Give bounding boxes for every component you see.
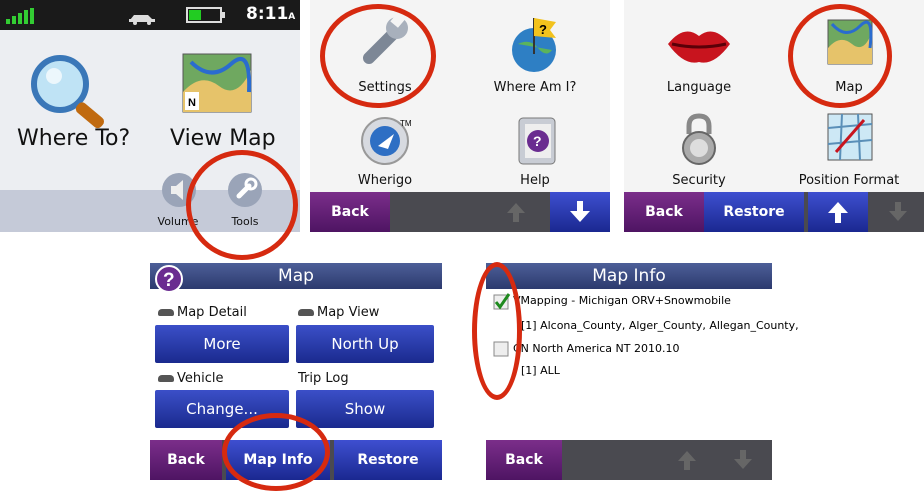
help-icon[interactable]: ? <box>154 264 184 298</box>
map-item-2-name: CN North America NT 2010.10 <box>513 342 680 355</box>
map-detail-label: Map Detail <box>158 305 247 320</box>
car-icon <box>158 309 174 316</box>
status-bar: 8:11A <box>0 0 300 30</box>
help-book-icon: ? <box>515 116 559 170</box>
clock: 8:11A <box>246 4 296 24</box>
back-button[interactable]: Back <box>624 192 704 232</box>
help-button[interactable]: ? Help <box>460 108 610 193</box>
arrow-down-icon <box>570 201 590 222</box>
scroll-down-button[interactable] <box>550 192 610 232</box>
help-label: Help <box>520 173 550 188</box>
scroll-up-button[interactable] <box>808 192 868 232</box>
arrow-down-icon <box>889 202 907 221</box>
tools-menu-panel: Settings ? Where Am I? TM Wherigo ? Help… <box>310 0 610 232</box>
map-item-2-detail: [1] ALL <box>521 364 560 377</box>
security-button[interactable]: Security <box>624 106 774 193</box>
vehicle-icon <box>128 9 156 28</box>
car-icon <box>298 309 314 316</box>
map-view-button[interactable]: North Up <box>296 325 434 363</box>
map-item-1-name: VMapping - Michigan ORV+Snowmobile <box>513 294 731 307</box>
trip-log-label: Trip Log <box>298 371 349 386</box>
scroll-up-button[interactable] <box>662 440 712 480</box>
wherigo-label: Wherigo <box>357 173 413 188</box>
page-title: Map <box>150 263 442 289</box>
restore-button[interactable]: Restore <box>334 440 442 480</box>
security-label: Security <box>672 173 726 188</box>
map-item-1-detail: [1] Alcona_County, Alger_County, Allegan… <box>521 319 799 332</box>
map-info-panel: Map Info VMapping - Michigan ORV+Snowmob… <box>486 263 799 480</box>
language-button[interactable]: Language <box>624 0 774 100</box>
back-button[interactable]: Back <box>150 440 222 480</box>
arrow-down-icon <box>734 450 752 469</box>
magnifier-icon <box>28 52 113 136</box>
back-button[interactable]: Back <box>486 440 562 480</box>
where-am-i-button[interactable]: ? Where Am I? <box>460 0 610 100</box>
position-format-button[interactable]: Position Format <box>774 106 924 193</box>
scroll-down-button[interactable] <box>872 192 924 232</box>
language-label: Language <box>666 80 732 95</box>
arrow-up-icon <box>828 202 848 223</box>
globe-flag-icon: ? <box>508 14 564 78</box>
arrow-up-icon <box>678 451 696 470</box>
page-title: Map Info <box>486 263 772 289</box>
bottom-bar: Back Restore <box>624 192 924 232</box>
svg-text:?: ? <box>539 22 547 37</box>
bottom-bar: Back <box>310 192 610 232</box>
svg-text:?: ? <box>163 270 175 291</box>
scroll-down-button[interactable] <box>718 440 768 480</box>
trip-log-button[interactable]: Show <box>296 390 434 428</box>
vehicle-label: Vehicle <box>158 371 224 386</box>
svg-text:TM: TM <box>400 119 412 128</box>
signal-icon <box>6 8 36 28</box>
highlight-circle-checkboxes <box>472 262 522 400</box>
wherigo-icon: TM <box>360 116 416 170</box>
where-am-i-label: Where Am I? <box>493 80 577 95</box>
position-format-label: Position Format <box>798 173 900 188</box>
car-icon <box>158 375 174 382</box>
view-map-label: View Map <box>170 126 276 151</box>
highlight-circle-settings <box>320 4 436 108</box>
main-menu-panel: 8:11A Where To? N View Map Volume Tools <box>0 0 300 232</box>
map-view-label: Map View <box>298 305 379 320</box>
lips-icon <box>664 20 734 74</box>
highlight-circle-map <box>788 4 892 108</box>
arrow-up-icon <box>507 203 525 222</box>
where-to-label: Where To? <box>17 126 131 151</box>
map-settings-panel: Map ? Map Detail More Map View North Up … <box>150 263 442 480</box>
map-icon: N <box>181 52 253 118</box>
highlight-circle-tools <box>186 150 298 260</box>
globe-grid-icon <box>826 112 874 166</box>
restore-button[interactable]: Restore <box>704 192 804 232</box>
highlight-circle-map-info <box>222 413 330 491</box>
svg-text:?: ? <box>533 133 542 149</box>
svg-text:N: N <box>188 97 196 109</box>
back-button[interactable]: Back <box>310 192 390 232</box>
bottom-bar: Back <box>486 440 772 480</box>
battery-icon <box>186 7 226 27</box>
view-map-button[interactable]: N View Map <box>150 30 300 160</box>
map-detail-button[interactable]: More <box>155 325 289 363</box>
where-to-button[interactable]: Where To? <box>0 30 150 160</box>
wherigo-button[interactable]: TM Wherigo <box>310 108 460 193</box>
lock-icon <box>679 112 719 170</box>
scroll-up-button[interactable] <box>488 192 544 232</box>
